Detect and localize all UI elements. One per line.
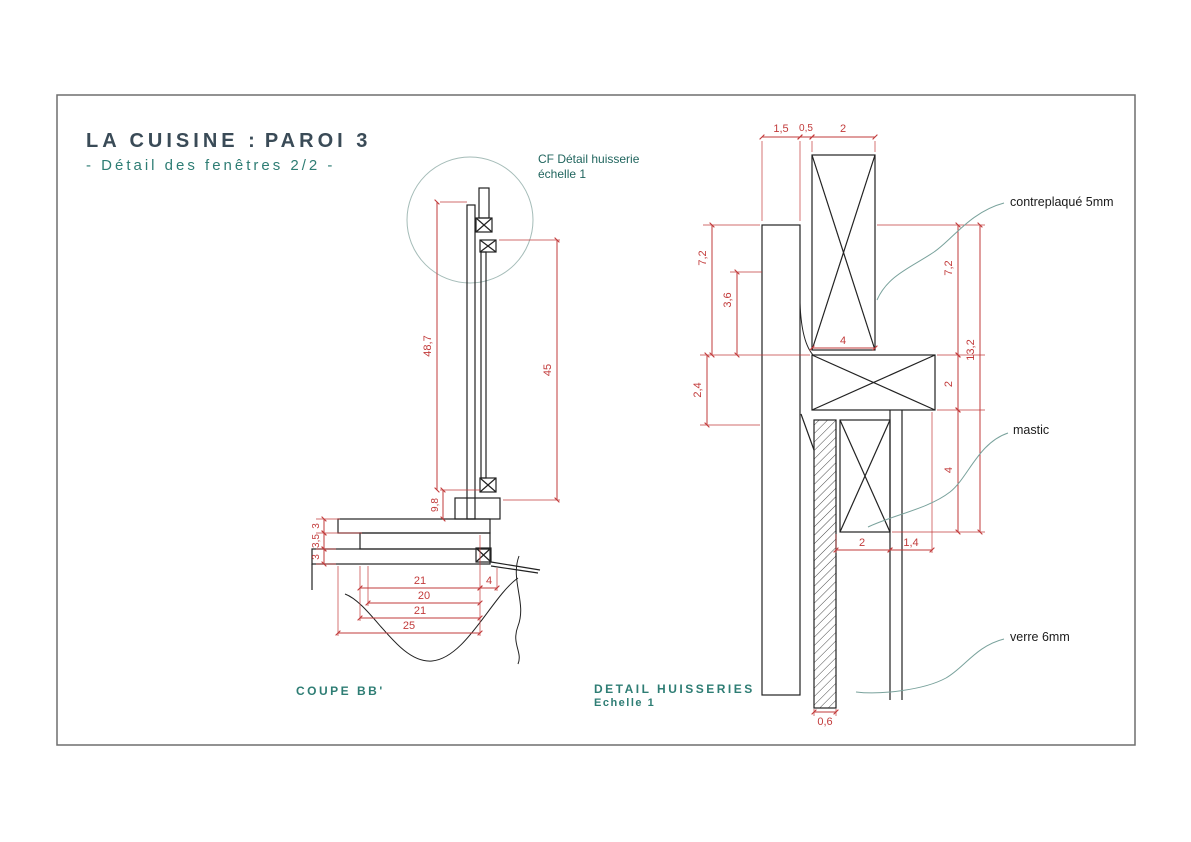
glass-label: verre 6mm: [1010, 630, 1070, 644]
plywood-label: contreplaqué 5mm: [1010, 195, 1114, 209]
extension-lines: [700, 141, 985, 716]
section-box: [475, 217, 493, 233]
section-box: [475, 547, 492, 563]
glass-leader: [855, 638, 1005, 694]
detail-circle: [406, 156, 534, 284]
frame-stile: [466, 204, 476, 520]
dim-label: 2: [943, 381, 955, 387]
section-box: [479, 239, 497, 253]
dim-label: 9,8: [430, 498, 441, 512]
detail-caption: DETAIL HUISSERIES: [594, 682, 755, 696]
dim-label: 1,5: [773, 123, 788, 135]
frame-assembly: [454, 187, 541, 574]
dim-label: 0,5: [799, 123, 813, 134]
dim-label: 45: [542, 364, 554, 376]
mastic-label: mastic: [1013, 423, 1050, 437]
sill-layer: [359, 532, 491, 550]
dim-label: 48,7: [422, 335, 434, 356]
ledge-line: [490, 565, 539, 574]
page-title-normal: LA CUISINE :: [86, 130, 259, 152]
dim-label: 13,2: [965, 339, 977, 360]
dim-label: 7,2: [697, 250, 709, 265]
dim-label: 4: [840, 335, 846, 347]
dim-label: 21: [414, 575, 426, 587]
callout-note-line2: échelle 1: [538, 167, 587, 181]
sill-support: [454, 497, 501, 520]
detail-caption-scale: Echelle 1: [594, 697, 656, 709]
dim-label: 3,6: [722, 292, 734, 307]
plywood-leader: [876, 202, 1005, 301]
coupe-caption: COUPE BB': [296, 684, 385, 698]
dim-label: 21: [414, 605, 426, 617]
dim-label: 4: [486, 575, 492, 587]
coupe-dimension-labels: 48,7 45 9,8 3 3,5 3 21 4 20 21 25: [311, 335, 554, 632]
page-title-bold: PAROI 3: [264, 130, 372, 152]
sill-layers: [311, 518, 491, 590]
dim-label: 3: [311, 554, 322, 560]
sheet-border: [56, 94, 1136, 746]
callout-note-line1: CF Détail huisserie: [538, 152, 640, 166]
glazing-pane: [480, 251, 487, 479]
detail-drawing: [761, 154, 936, 709]
detail-dimensions: [700, 134, 985, 716]
dim-label: 3: [311, 523, 322, 529]
dim-label: 4: [943, 467, 955, 473]
coupe-drawing: [311, 156, 541, 665]
dim-label: 0,6: [817, 716, 832, 728]
dim-label: 7,2: [943, 260, 955, 275]
dim-label: 1,4: [903, 537, 918, 549]
page-title: LA CUISINE :PAROI 3: [86, 130, 371, 153]
detail-callout-note: CF Détail huisserie échelle 1: [538, 152, 639, 182]
sill-layer: [337, 518, 491, 534]
mastic-wedge: [800, 413, 815, 451]
dim-label: 3,5: [311, 534, 322, 548]
dim-label: 2,4: [692, 382, 704, 397]
page-subtitle: - Détail des fenêtres 2/2 -: [86, 157, 336, 174]
detail-dimension-labels: 1,5 0,5 2 7,2 3,6 2,4 7,2 2 4 13,2 4 2 1…: [692, 123, 977, 728]
head-batten: [478, 187, 490, 219]
ledge-line: [490, 561, 541, 571]
molding-curve: [799, 302, 815, 357]
dim-label: 20: [418, 590, 430, 602]
dim-label: 2: [840, 123, 846, 135]
dim-label: 2: [859, 537, 865, 549]
dim-label: 25: [403, 620, 415, 632]
break-lines: [344, 555, 522, 665]
sill-layer: [311, 548, 491, 565]
leader-lines: [855, 202, 1009, 694]
section-box: [479, 477, 497, 493]
side-board: [761, 224, 801, 696]
mastic-leader: [867, 432, 1009, 528]
glass-section: [813, 419, 837, 709]
frame-rail-section: [811, 354, 936, 411]
coupe-dimensions: [316, 199, 560, 636]
